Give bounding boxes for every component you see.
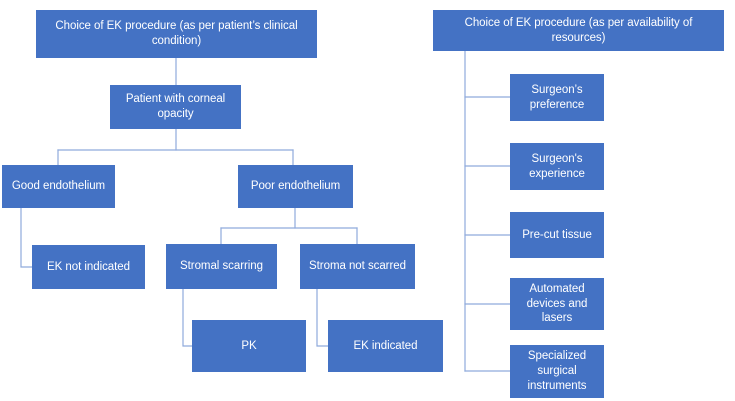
node-surgeons-experience[interactable]: Surgeon's experience [510, 143, 604, 190]
node-stroma-not-scarred[interactable]: Stroma not scarred [300, 244, 415, 289]
conn-stromal-to-pk [182, 288, 193, 347]
node-root-clinical[interactable]: Choice of EK procedure (as per patient’s… [36, 10, 317, 58]
node-specialized-surgical-instruments[interactable]: Specialized surgical instruments [510, 345, 604, 398]
node-poor-endothelium[interactable]: Poor endothelium [238, 165, 353, 208]
node-stromal-scarring[interactable]: Stromal scarring [166, 244, 277, 289]
node-good-endothelium[interactable]: Good endothelium [2, 165, 115, 208]
node-root-resources[interactable]: Choice of EK procedure (as per availabil… [433, 10, 724, 51]
node-surgeons-preference[interactable]: Surgeon’s preference [510, 74, 604, 121]
node-ek-not-indicated[interactable]: EK not indicated [32, 245, 145, 289]
node-pre-cut-tissue[interactable]: Pre-cut tissue [510, 212, 604, 258]
node-automated-devices-lasers[interactable]: Automated devices and lasers [510, 278, 604, 330]
node-ek-indicated[interactable]: EK indicated [328, 320, 443, 372]
node-patient-corneal-opacity[interactable]: Patient with corneal opacity [110, 85, 241, 129]
conn-good-to-ek-not [20, 207, 33, 268]
node-pk[interactable]: PK [192, 320, 306, 372]
conn-stroma-to-ek [316, 288, 329, 347]
